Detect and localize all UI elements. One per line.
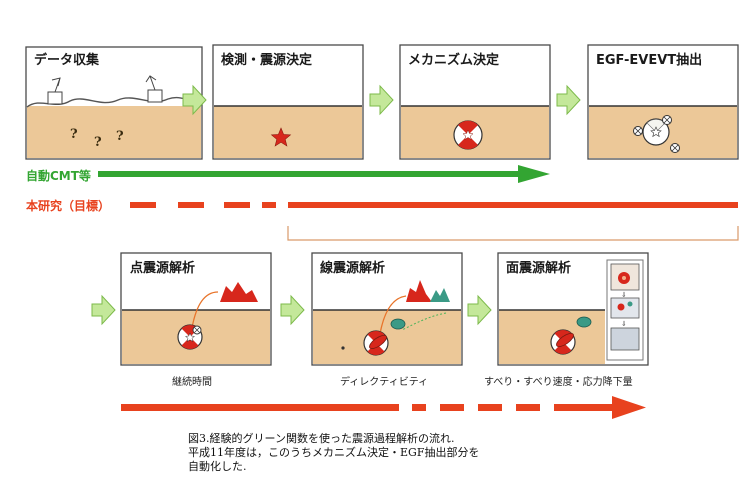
box-data-collection: データ収集 ? ? ? <box>25 46 203 160</box>
small-event-icon <box>192 325 202 335</box>
box-mechanism: メカニズム決定 <box>399 44 551 160</box>
sublabel-duration: 継続時間 <box>172 375 212 388</box>
flow-arrow-icon <box>556 84 581 116</box>
source-time-function-peak <box>400 280 432 302</box>
lane-label-auto-cmt: 自動CMT等 <box>26 168 91 183</box>
box-title-picking-hypocenter: 検測・震源決定 <box>221 52 312 68</box>
flow-arrow-icon <box>280 294 305 326</box>
box-title-data-collection: データ収集 <box>34 52 100 68</box>
sublabel-slip: すべり・すべり速度・応力降下量 <box>484 375 633 388</box>
flow-arrow-icon <box>182 84 207 116</box>
box-title-line-source: 線震源解析 <box>320 260 385 276</box>
slip-snapshot <box>610 297 640 319</box>
bottom-research-arrow <box>121 396 646 419</box>
auto-cmt-arrow <box>98 165 550 183</box>
focal-mechanism-icon <box>453 120 483 150</box>
box-point-source: 点震源解析 <box>120 252 272 366</box>
question-mark: ? <box>94 135 102 150</box>
box-title-egf-extraction: EGF-EVEVT抽出 <box>596 52 702 68</box>
small-dot-icon <box>341 346 345 350</box>
caption-line: 平成11年度は，このうちメカニズム決定・EGF抽出部分を <box>188 446 480 459</box>
ray-path <box>191 291 219 329</box>
flow-arrow-icon <box>369 84 394 116</box>
source-time-function-peak <box>212 282 264 302</box>
rupture-end-icon <box>576 316 592 328</box>
rupture-segment-icon <box>556 332 574 348</box>
research-solid-line <box>288 202 738 208</box>
ground-layer <box>214 106 362 158</box>
flow-arrow-icon <box>467 294 492 326</box>
figure-caption: 図3.経験的グリーン関数を使った震源過程解析の流れ. 平成11年度は，このうちメ… <box>188 432 479 474</box>
seismometer-station-icon <box>47 77 63 105</box>
box-picking-hypocenter: 検測・震源決定 <box>212 44 364 160</box>
caption-line: 図3.経験的グリーン関数を使った震源過程解析の流れ. <box>188 432 455 445</box>
research-dashed-line <box>130 202 276 208</box>
lane-label-this-research: 本研究（目標） <box>26 198 110 213</box>
box-title-plane-source: 面震源解析 <box>506 260 571 276</box>
arrow-down-icon: ⇓ <box>621 320 627 328</box>
question-mark: ? <box>116 129 124 144</box>
source-time-function-peak-teal <box>430 288 450 302</box>
caption-line: 自動化した. <box>188 460 247 473</box>
small-event-icon <box>670 143 680 153</box>
focal-mechanism-icon <box>642 118 670 146</box>
arrow-down-icon: ⇓ <box>621 291 627 299</box>
box-egf-extraction: EGF-EVEVT抽出 <box>587 44 739 160</box>
box-title-point-source: 点震源解析 <box>130 260 195 276</box>
box-line-source: 線震源解析 <box>311 252 463 366</box>
rupture-end-icon <box>390 318 406 330</box>
sublabel-directivity: ディレクティビティ <box>340 375 428 388</box>
box-title-mechanism: メカニズム決定 <box>408 52 499 68</box>
hypocenter-star-icon <box>270 127 292 147</box>
research-scope-bracket <box>287 226 739 241</box>
slip-snapshot <box>610 327 640 351</box>
slip-distribution-panel: ⇓ ⇓ <box>606 259 644 361</box>
question-mark: ? <box>70 127 78 142</box>
flow-arrow-icon <box>91 294 116 326</box>
ray-path <box>379 295 407 335</box>
rupture-segment-icon <box>369 334 387 350</box>
small-event-icon <box>662 115 672 125</box>
box-plane-source: 面震源解析 ⇓ ⇓ <box>497 252 649 366</box>
ground-layer <box>27 106 201 158</box>
seismometer-station-icon <box>145 75 163 103</box>
small-event-icon <box>633 126 643 136</box>
